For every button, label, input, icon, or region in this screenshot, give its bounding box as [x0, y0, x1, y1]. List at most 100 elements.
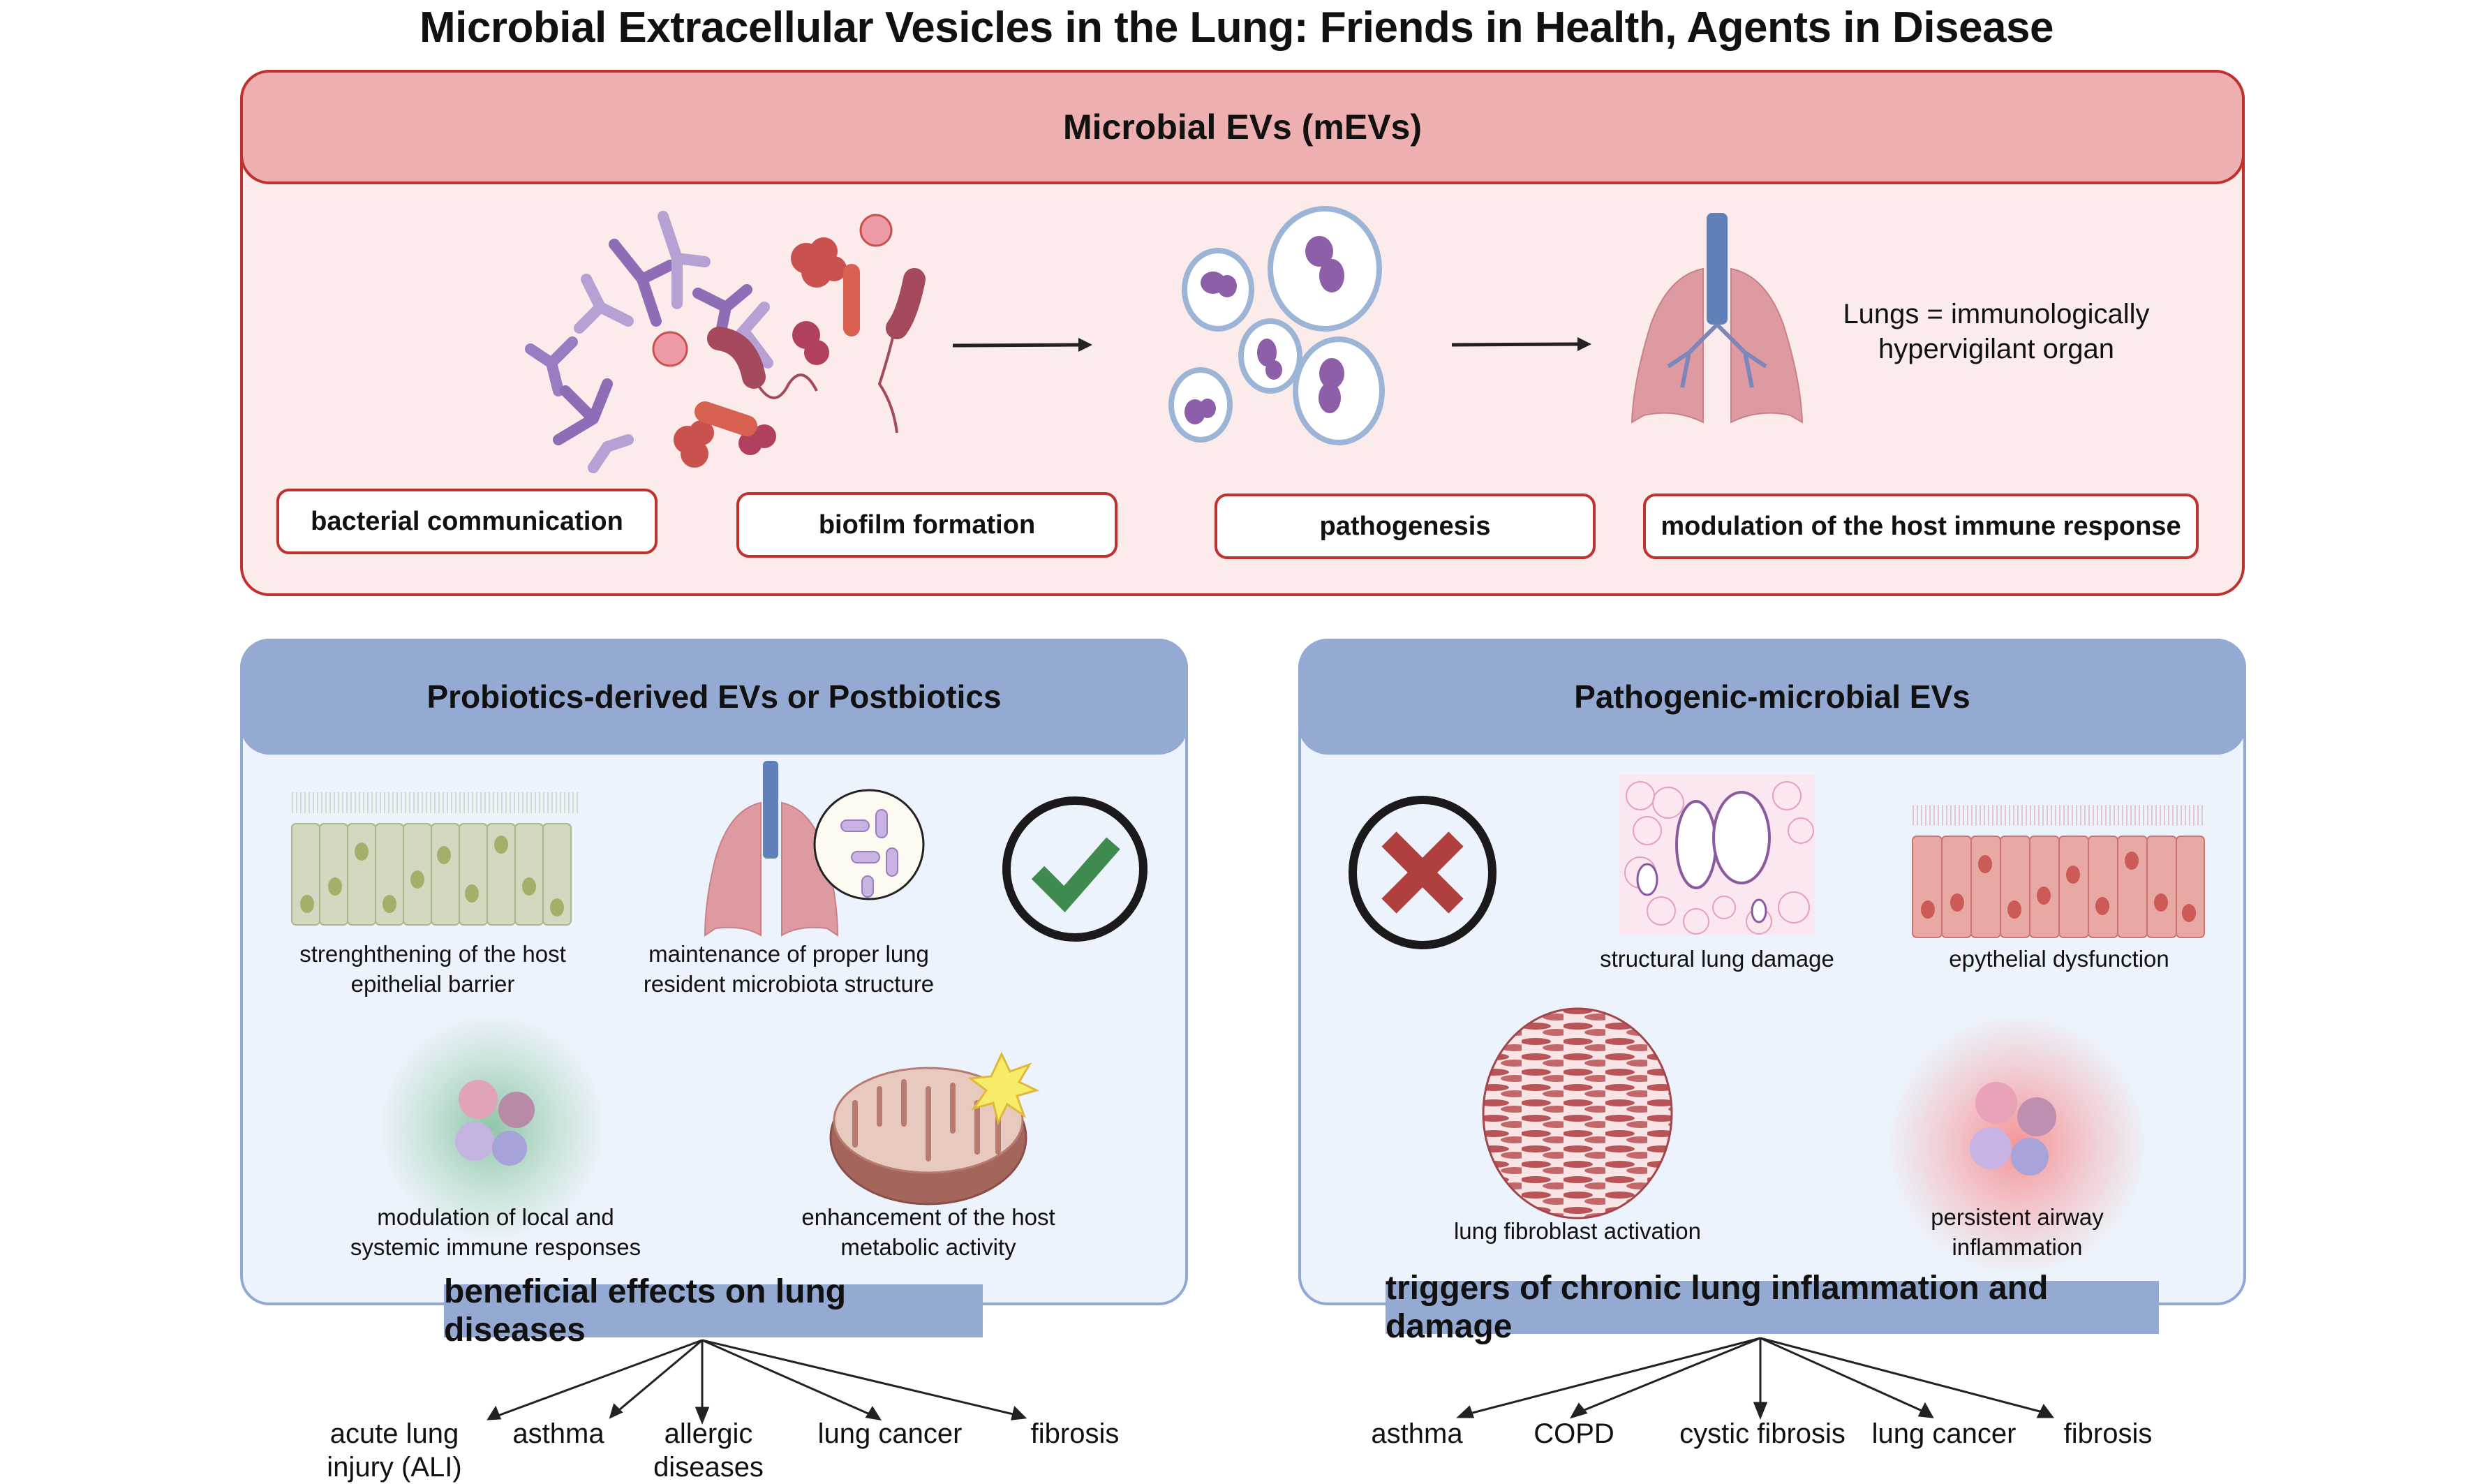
chronic-triggers-banner: triggers of chronic lung inflammation an… [1386, 1270, 2159, 1345]
disease-text: lung cancer [1871, 1418, 2017, 1449]
immune-cells-icon [1970, 1082, 2056, 1175]
banner-text: beneficial effects on lung diseases [444, 1273, 847, 1349]
caption-line: structural lung damage [1600, 946, 1834, 972]
spark-icon [967, 1051, 1040, 1126]
arrow-to-ali [488, 1339, 703, 1420]
function-text: bacterial communication [311, 506, 623, 536]
disease-label: lung cancer [803, 1417, 977, 1450]
immune-cells-icon [455, 1080, 535, 1166]
arrow-to-copd [1577, 1337, 1761, 1414]
fungal-hypha [734, 302, 773, 369]
caption-line: systemic immune responses [350, 1234, 641, 1260]
mevs-panel-header: Microbial EVs (mEVs) [240, 70, 2245, 184]
caption-line: persistent airway [1931, 1204, 2104, 1230]
function-label-bacterial-communication: bacterial communication [276, 489, 658, 554]
effect-caption: epythelial dysfunction [1885, 944, 2234, 974]
virus [652, 331, 688, 367]
effect-caption: persistent airway inflammation [1850, 1202, 2185, 1262]
arrow-to-lung-cancer [1760, 1337, 1927, 1414]
disease-label: acute lung injury (ALI) [307, 1417, 482, 1484]
disease-label: asthma [489, 1417, 628, 1450]
lungs-note: Lungs = immunologically hypervigilant or… [1815, 297, 2178, 366]
function-text: pathogenesis [1319, 511, 1491, 541]
disease-text: asthma [1371, 1418, 1463, 1449]
probiotics-header-text: Probiotics-derived EVs or Postbiotics [426, 678, 1002, 715]
mitochondrion-icon [829, 1051, 1040, 1205]
disease-label: lung cancer [1857, 1417, 2031, 1450]
disease-text: fibrosis [1030, 1418, 1120, 1449]
disease-label: allergic diseases [632, 1417, 785, 1484]
lung-histology-icon [1619, 775, 1815, 935]
disease-text: fibrosis [2063, 1418, 2153, 1449]
pathogenic-header-text: Pathogenic-microbial EVs [1574, 678, 1970, 715]
caption-line: strenghthening of the host [299, 941, 566, 967]
disease-text: cystic fibrosis [1679, 1418, 1846, 1449]
caption-line: epythelial dysfunction [1949, 946, 2169, 972]
pathogenic-panel-header: Pathogenic-microbial EVs [1298, 639, 2246, 755]
lungs-icon [1631, 213, 1804, 424]
effect-caption: strenghthening of the host epithelial ba… [265, 939, 600, 999]
disease-text: allergic [664, 1418, 753, 1449]
arrow-to-asthma [1464, 1337, 1761, 1416]
function-text: biofilm formation [818, 510, 1036, 540]
caption-line: lung fibroblast activation [1453, 1218, 1702, 1244]
vesicles-icon [1168, 206, 1385, 445]
damaged-epithelium-icon [1912, 805, 2205, 938]
banner-text: triggers of chronic lung inflammation an… [1386, 1270, 2049, 1345]
caption-line: modulation of local and [377, 1204, 614, 1230]
effect-caption: modulation of local and systemic immune … [314, 1202, 677, 1262]
mevs-header-text: Microbial EVs (mEVs) [1062, 107, 1423, 147]
cross-icon [1349, 796, 1497, 949]
caption-line: enhancement of the host [801, 1204, 1055, 1230]
function-label-pathogenesis: pathogenesis [1215, 494, 1596, 559]
disease-text: diseases [653, 1452, 764, 1483]
effect-caption: maintenance of proper lung resident micr… [614, 939, 963, 999]
virus [859, 214, 893, 247]
arrow-to-fibrosis [1760, 1337, 2046, 1414]
arrow-to-lung-cancer [701, 1339, 877, 1418]
fungal-hypha [609, 239, 676, 327]
disease-label: fibrosis [1005, 1417, 1145, 1450]
disease-arrows-left [487, 1339, 1027, 1425]
flagellum [877, 334, 898, 433]
caption-line: metabolic activity [840, 1234, 1016, 1260]
arrow-right-icon [1451, 337, 1591, 351]
fungal-hypha [658, 211, 711, 309]
effect-caption: structural lung damage [1550, 944, 1885, 974]
immune-cells-green-glow-icon [377, 1012, 607, 1242]
caption-line: epithelial barrier [350, 971, 515, 997]
bacteria-cluster-icon [525, 211, 926, 473]
lungs-note-line2: hypervigilant organ [1878, 334, 2114, 364]
arrow-right-icon [952, 338, 1092, 352]
probiotics-panel-header: Probiotics-derived EVs or Postbiotics [240, 639, 1188, 755]
diplococcus [738, 321, 829, 455]
lungs-note-line1: Lungs = immunologically [1843, 299, 2150, 329]
vibrio-bacterium [707, 327, 766, 389]
figure-title: Microbial Extracellular Vesicles in the … [419, 3, 2054, 52]
disease-arrows-right [1456, 1337, 2054, 1420]
fungal-hypha [525, 336, 578, 396]
effect-caption: enhancement of the host metabolic activi… [761, 1202, 1096, 1262]
disease-text: asthma [512, 1418, 604, 1449]
disease-text: acute lung [329, 1418, 459, 1449]
disease-text: lung cancer [817, 1418, 963, 1449]
disease-text: injury (ALI) [327, 1452, 462, 1483]
arrow-to-fibrosis [701, 1339, 1020, 1417]
function-label-biofilm-formation: biofilm formation [736, 492, 1117, 558]
coccus-cluster [674, 237, 847, 468]
caption-line: resident microbiota structure [643, 971, 935, 997]
fungal-hypha [553, 378, 613, 445]
fungal-hypha [574, 274, 634, 334]
beneficial-effects-banner: beneficial effects on lung diseases [444, 1273, 983, 1349]
fibroblast-tissue-icon [1482, 1007, 1673, 1219]
healthy-epithelium-icon [291, 792, 578, 926]
flagellum [756, 373, 818, 399]
function-label-immune-modulation: modulation of the host immune response [1643, 494, 2199, 559]
fungal-hypha [588, 434, 634, 473]
function-text: modulation of the host immune response [1661, 511, 2181, 541]
effect-caption: lung fibroblast activation [1403, 1216, 1752, 1246]
caption-line: inflammation [1952, 1234, 2083, 1260]
rod-bacterium [695, 401, 757, 436]
lungs-microbiota-icon [704, 761, 925, 937]
disease-label: cystic fibrosis [1661, 1417, 1864, 1450]
